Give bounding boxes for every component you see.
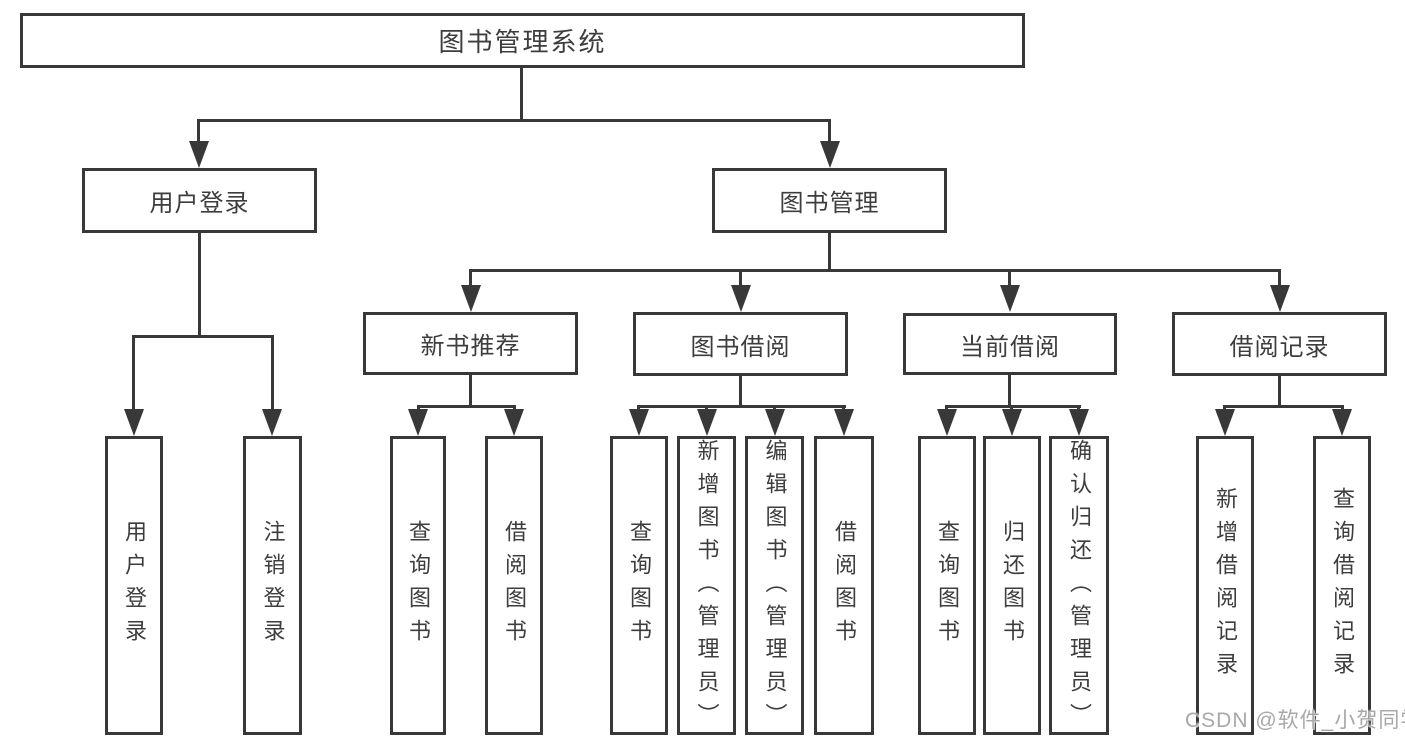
arrowhead-down-icon: [1002, 409, 1022, 436]
connector-line: [132, 335, 274, 338]
connector-line: [828, 119, 831, 145]
node-label: 图书管理: [779, 190, 880, 217]
arrowhead-down-icon: [1270, 285, 1290, 312]
arrowhead-down-icon: [937, 409, 957, 436]
node-user-login: 用户登录: [82, 168, 317, 233]
node-label: 借阅记录: [1229, 333, 1330, 361]
leaf-query-books-2: 查询图书: [610, 436, 668, 735]
connector-line: [739, 376, 742, 408]
connector-line: [1278, 376, 1281, 408]
leaf-add-borrow-record: 新增借阅记录: [1196, 436, 1254, 735]
connector-line: [1223, 405, 1344, 408]
node-book-borrow: 图书借阅: [633, 312, 848, 376]
arrowhead-down-icon: [504, 409, 524, 436]
leaf-logout: 注销登录: [243, 436, 302, 735]
connector-line: [945, 405, 1081, 408]
arrowhead-down-icon: [408, 409, 428, 436]
arrowhead-down-icon: [834, 409, 854, 436]
leaf-label: 借阅图书: [502, 519, 527, 652]
leaf-label: 新增借阅记录: [1213, 486, 1238, 685]
arrowhead-down-icon: [731, 285, 751, 312]
leaf-query-books-1: 查询图书: [390, 436, 446, 735]
connector-line: [739, 269, 742, 289]
leaf-label: 新增图书（管理员）: [694, 439, 720, 736]
connector-line: [520, 68, 523, 122]
arrowhead-down-icon: [461, 285, 481, 312]
connector-line: [828, 233, 831, 272]
node-new-book-recommend: 新书推荐: [363, 312, 578, 375]
leaf-label: 查询图书: [935, 519, 960, 652]
connector-line: [1008, 269, 1011, 289]
leaf-label: 编辑图书（管理员）: [762, 439, 788, 736]
leaf-label: 查询借阅记录: [1330, 486, 1355, 685]
arrowhead-down-icon: [189, 141, 209, 168]
arrowhead-down-icon: [697, 409, 717, 436]
leaf-label: 查询图书: [406, 519, 431, 652]
leaf-label: 用户登录: [122, 519, 147, 652]
leaf-confirm-return-admin: 确认归还（管理员）: [1049, 436, 1109, 736]
connector-line: [1008, 375, 1011, 408]
leaf-return-book: 归还图书: [983, 436, 1041, 735]
leaf-label: 查询图书: [627, 519, 652, 652]
arrowhead-down-icon: [1000, 285, 1020, 312]
arrowhead-down-icon: [262, 409, 282, 436]
leaf-edit-book-admin: 编辑图书（管理员）: [745, 436, 804, 736]
arrowhead-down-icon: [1069, 409, 1089, 436]
arrowhead-down-icon: [629, 409, 649, 436]
leaf-label: 注销登录: [260, 519, 286, 652]
leaf-query-books-3: 查询图书: [918, 436, 976, 735]
connector-line: [197, 119, 831, 122]
node-label: 当前借阅: [960, 333, 1060, 361]
arrowhead-down-icon: [1332, 409, 1352, 436]
connector-line: [1278, 269, 1281, 289]
leaf-add-book-admin: 新增图书（管理员）: [677, 436, 736, 736]
leaf-user-login: 用户登录: [105, 436, 163, 735]
node-root: 图书管理系统: [20, 13, 1025, 68]
connector-line: [469, 375, 472, 408]
leaf-borrow-books-2: 借阅图书: [814, 436, 874, 735]
leaf-borrow-books-1: 借阅图书: [485, 436, 543, 735]
leaf-query-borrow-record: 查询借阅记录: [1313, 436, 1371, 735]
node-label: 用户登录: [149, 190, 250, 217]
connector-line: [417, 405, 516, 408]
leaf-label: 借阅图书: [832, 519, 857, 652]
watermark-text: CSDN @软件_小贺同学: [1185, 709, 1405, 732]
node-label: 图书管理系统: [438, 27, 607, 57]
arrowhead-down-icon: [124, 409, 144, 436]
node-book-management: 图书管理: [712, 168, 947, 233]
node-borrow-records: 借阅记录: [1172, 312, 1387, 376]
connector-line: [637, 405, 846, 408]
connector-line: [469, 269, 472, 289]
leaf-label: 归还图书: [1000, 519, 1025, 652]
node-label: 图书借阅: [690, 333, 791, 361]
connector-line: [469, 269, 1281, 272]
connector-line: [197, 119, 200, 145]
connector-line: [132, 335, 135, 413]
connector-line: [271, 335, 274, 413]
node-label: 新书推荐: [420, 333, 521, 360]
arrowhead-down-icon: [820, 141, 840, 168]
connector-line: [198, 233, 201, 338]
node-current-borrow: 当前借阅: [903, 313, 1117, 375]
leaf-label: 确认归还（管理员）: [1067, 439, 1092, 736]
arrowhead-down-icon: [1215, 409, 1235, 436]
arrowhead-down-icon: [765, 409, 785, 436]
